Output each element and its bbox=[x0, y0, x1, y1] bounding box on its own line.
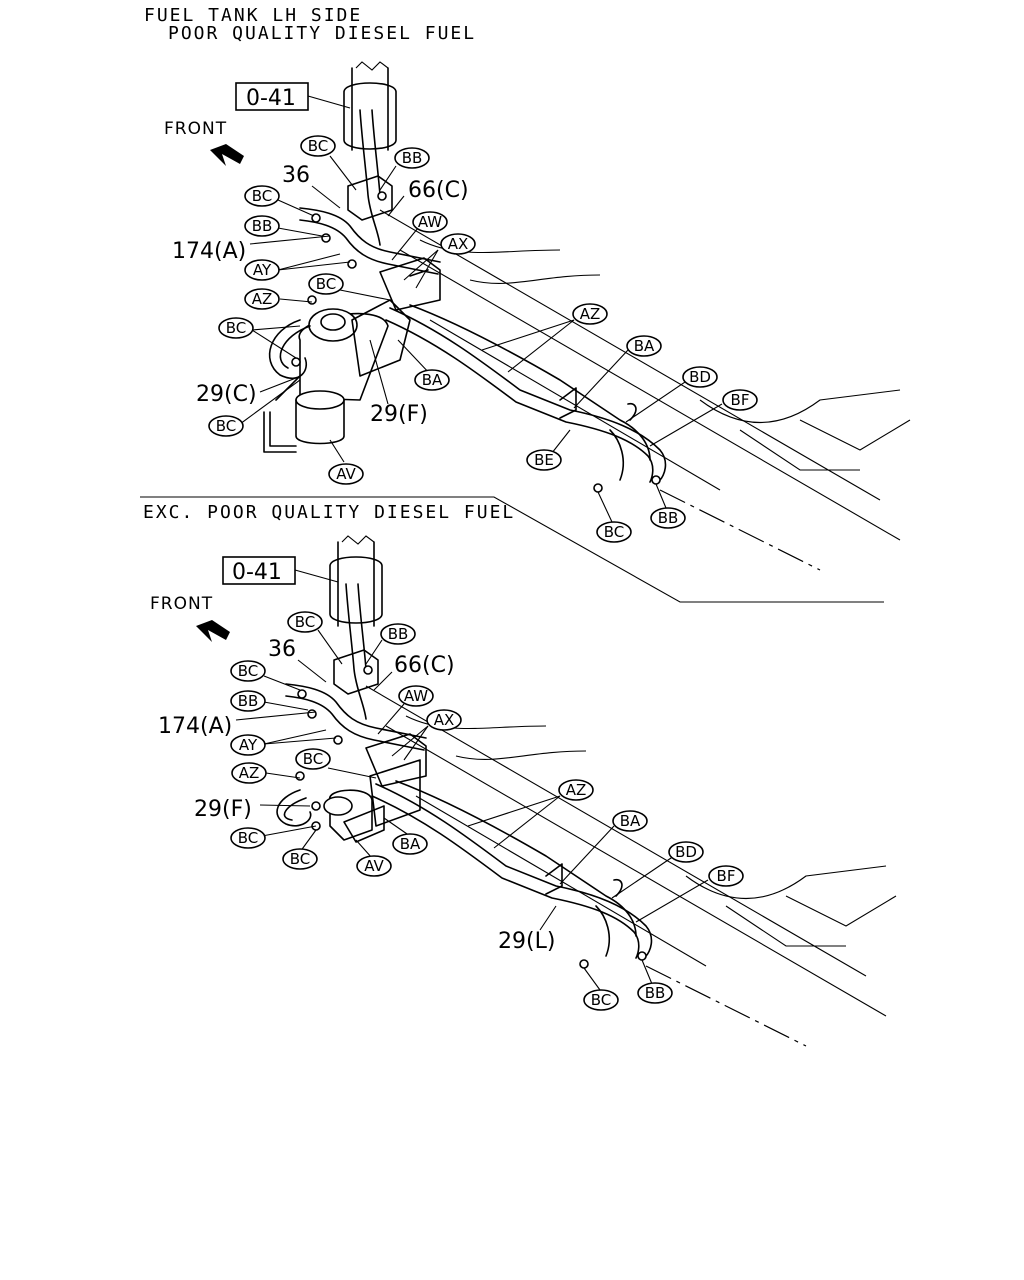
bottom-callout-bc5: BC bbox=[290, 850, 311, 868]
bottom-callout-az2: AZ bbox=[566, 781, 587, 799]
top-callout-az1: AZ bbox=[252, 290, 273, 308]
top-callout-36: 36 bbox=[282, 163, 310, 188]
top-callout-bc4: BC bbox=[226, 319, 247, 337]
bottom-ref-box bbox=[222, 556, 296, 585]
top-callout-bb2: BB bbox=[252, 217, 273, 235]
top-callout-bb1: BB bbox=[402, 149, 423, 167]
top-callout-66c: 66(C) bbox=[408, 178, 469, 203]
top-callout-bc3: BC bbox=[316, 275, 337, 293]
bottom-callout-29f: 29(F) bbox=[194, 797, 252, 822]
bottom-callout-av: AV bbox=[364, 857, 384, 875]
bottom-callouts: BC BB 36 66(C) BC BB AW 174(A) AX AY BC … bbox=[158, 611, 744, 1011]
bottom-front-arrow-icon bbox=[196, 620, 230, 642]
top-callouts: BC BB 36 66(C) BC BB 174(A) AW AX AY BC … bbox=[172, 135, 758, 543]
bottom-callout-ay: AY bbox=[239, 736, 258, 754]
bottom-callout-az1: AZ bbox=[239, 764, 260, 782]
bottom-callout-29l: 29(L) bbox=[498, 929, 555, 954]
top-heading-2: POOR QUALITY DIESEL FUEL bbox=[168, 23, 476, 44]
bottom-callout-ba1: BA bbox=[620, 812, 641, 830]
top-callout-bb3: BB bbox=[658, 509, 679, 527]
bottom-callout-bc1: BC bbox=[295, 613, 316, 631]
bottom-callout-bc6: BC bbox=[591, 991, 612, 1009]
top-callout-bc6: BC bbox=[604, 523, 625, 541]
top-callout-bc1: BC bbox=[308, 137, 329, 155]
bottom-callout-bc2: BC bbox=[238, 662, 259, 680]
bottom-callout-ba2: BA bbox=[400, 835, 421, 853]
top-section: FUEL TANK LH SIDE POOR QUALITY DIESEL FU… bbox=[144, 5, 911, 571]
bottom-callout-bd: BD bbox=[675, 843, 697, 861]
bottom-section: EXC. POOR QUALITY DIESEL FUEL 0-41 FRONT bbox=[143, 502, 897, 1047]
top-callout-29f: 29(F) bbox=[370, 402, 428, 427]
bottom-callout-bb3: BB bbox=[645, 984, 666, 1002]
top-callout-bc2: BC bbox=[252, 187, 273, 205]
top-callout-be: BE bbox=[534, 451, 554, 469]
top-callout-bc5: BC bbox=[216, 417, 237, 435]
bottom-callout-bb2: BB bbox=[238, 692, 259, 710]
top-callout-av: AV bbox=[336, 465, 356, 483]
top-callout-174a: 174(A) bbox=[172, 239, 246, 264]
bottom-callout-174a: 174(A) bbox=[158, 714, 232, 739]
bottom-callout-aw: AW bbox=[404, 687, 428, 705]
top-callout-az2: AZ bbox=[580, 305, 601, 323]
bottom-callout-bb1: BB bbox=[388, 625, 409, 643]
bottom-callout-66c: 66(C) bbox=[394, 653, 455, 678]
top-front-label: FRONT bbox=[164, 119, 227, 139]
bottom-front-label: FRONT bbox=[150, 594, 213, 614]
top-callout-bd: BD bbox=[689, 368, 711, 386]
bottom-callout-bc3: BC bbox=[303, 750, 324, 768]
top-callout-29c: 29(C) bbox=[196, 382, 257, 407]
bottom-heading: EXC. POOR QUALITY DIESEL FUEL bbox=[143, 502, 515, 523]
top-callout-ba2: BA bbox=[422, 371, 443, 389]
top-front-arrow-icon bbox=[210, 144, 244, 166]
section-divider bbox=[140, 496, 884, 603]
top-heading-1: FUEL TANK LH SIDE bbox=[144, 5, 362, 26]
bottom-callout-ax: AX bbox=[434, 711, 455, 729]
bottom-callout-bc4: BC bbox=[238, 829, 259, 847]
bottom-callout-36: 36 bbox=[268, 637, 296, 662]
top-callout-bf: BF bbox=[731, 391, 750, 409]
top-callout-aw: AW bbox=[418, 213, 442, 231]
bottom-callout-bf: BF bbox=[717, 867, 736, 885]
top-callout-ba1: BA bbox=[634, 337, 655, 355]
top-ref-box-text: 0-41 bbox=[246, 86, 296, 111]
bottom-ref-box-text: 0-41 bbox=[232, 560, 282, 585]
top-callout-ay: AY bbox=[253, 261, 272, 279]
top-callout-ax: AX bbox=[448, 235, 469, 253]
